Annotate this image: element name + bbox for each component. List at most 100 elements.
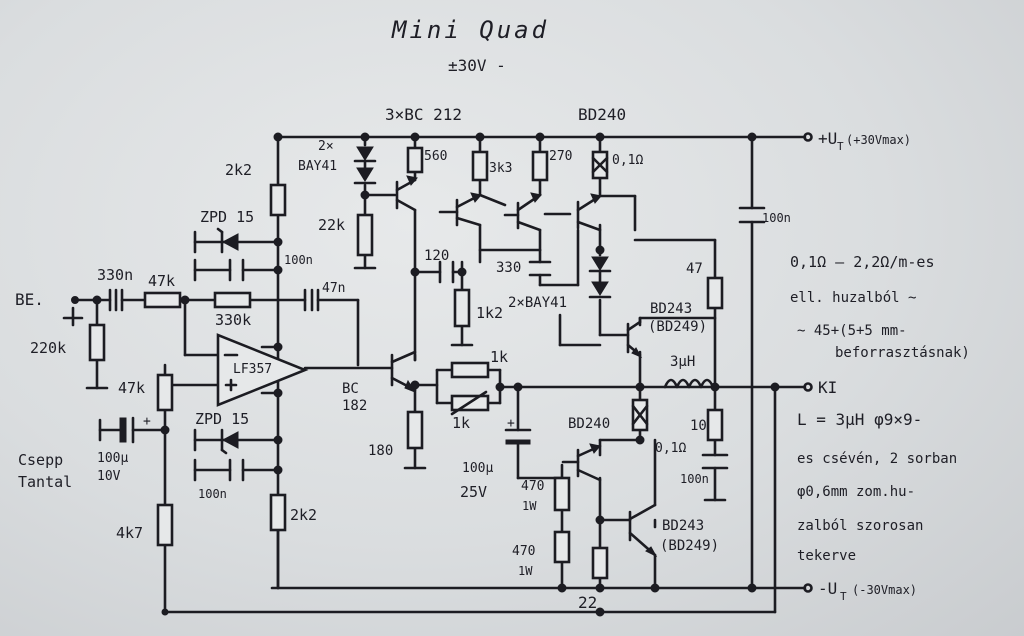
resistor-10 [706,408,724,442]
resistor-470-a [553,476,571,512]
label-diodes-top-a: 2× [318,139,334,154]
value-r-1k2: 1k2 [476,304,503,322]
label-supply-neg-sub: T [840,590,847,603]
label-22: 22 [578,593,597,612]
resistor-22 [591,546,609,580]
value-c-100n-out: 100n [680,472,709,486]
labels: Mini Quad ±30V - 3×BC 212 BD240 +U T (+3… [15,16,970,612]
note-line-2: ell. huzalból ~ [790,290,916,306]
resistor-2k2-bot [269,493,287,532]
value-r-2k2-top: 2k2 [225,161,252,179]
resistor-22k [356,213,374,257]
resistor-1k2 [453,288,471,328]
value-c-100u25-a: 100µ [462,461,493,476]
value-zpd-top: ZPD 15 [200,208,254,226]
value-r-47: 47 [686,261,703,277]
value-r-330k: 330k [215,311,251,329]
value-c-100u25-b: 25V [460,483,487,501]
resistor-180 [406,410,424,450]
label-bd240-top: BD240 [578,105,626,124]
resistor-470-b [553,530,571,564]
label-supply-pos: +U [818,129,837,148]
svg-text:+: + [143,414,151,429]
value-r-01-top: 0,1Ω [612,153,643,168]
ground-symbol [62,306,84,327]
label-bd243-top-a: BD243 [650,301,692,317]
label-output: KI [818,378,837,397]
resistor-330k [213,291,252,309]
note-line-1: 0,1Ω – 2,2Ω/m-es [790,253,935,271]
capacitors: + + [98,206,766,482]
opamp-lf357 [216,333,309,407]
label-3x-bc212: 3×BC 212 [385,105,462,124]
value-c-330: 330 [496,260,521,276]
value-r-560: 560 [424,149,447,164]
label-input: BE. [15,290,44,309]
label-tantal-a: Csepp [18,451,63,469]
label-supply-neg: -U [818,579,837,598]
resistor-3k3 [471,150,489,182]
resistors [88,146,724,580]
note-line-3: ~ 45+(5+5 mm- [797,323,907,339]
label-bd243-bot-b: (BD249) [660,538,719,554]
value-c-120: 120 [424,248,449,264]
label-supply-pos-note: (+30Vmax) [846,133,911,147]
value-c-100u-a: 100µ [97,451,128,466]
label-bc182-a: BC [342,381,359,397]
note-line-6: es csévén, 2 sorban [797,451,957,467]
label-diodes-top-b: BAY41 [298,159,337,174]
label-bd243-top-b: (BD249) [648,319,707,335]
label-supply-pos-sub: T [837,140,844,153]
value-r-22k: 22k [318,216,345,234]
label-bd240-bot: BD240 [568,416,610,432]
wiring [73,135,807,614]
resistor-47 [706,276,724,310]
value-r-4k7: 4k7 [116,524,143,542]
resistor-2k2-top [269,183,287,217]
value-c-100n-top: 100n [284,253,313,267]
svg-text:+: + [507,416,515,431]
value-r-1k-a: 1k [490,348,508,366]
resistor-560 [406,146,424,174]
value-r-470-b-w: 1W [518,564,533,578]
note-line-4: beforrasztásnak) [835,345,970,361]
label-opamp: LF357 [233,362,272,377]
value-c-100n-bot: 100n [198,487,227,501]
resistor-1k-a [450,361,490,379]
value-r-10: 10 [690,418,707,434]
value-r-1k-b: 1k [452,414,470,432]
value-r-220k: 220k [30,339,66,357]
note-line-7: φ0,6mm zom.hu- [797,484,915,500]
value-zpd-bot: ZPD 15 [195,410,249,428]
value-r-470-a-w: 1W [522,499,537,513]
resistor-47k-left [156,373,174,412]
label-supply-neg-note: (-30Vmax) [852,583,917,597]
resistor-270 [531,150,549,182]
label-diodes-mid: 2×BAY41 [508,295,567,311]
inductor-3uh [663,378,715,389]
transistors [390,175,717,558]
note-line-9: tekerve [797,548,856,564]
label-bd243-bot-a: BD243 [662,518,704,534]
value-r-2k2-bot: 2k2 [290,506,317,524]
label-bc182-b: 182 [342,398,367,414]
value-r-270: 270 [549,149,572,164]
resistor-220k [88,323,106,362]
resistor-4k7 [156,503,174,547]
note-line-5: L = 3µH φ9×9- [797,410,922,429]
subtitle: ±30V - [448,56,506,75]
value-c-330n: 330n [97,266,133,284]
label-tantal-b: Tantal [18,473,72,491]
value-r-180: 180 [368,443,393,459]
junction-dots [71,132,813,617]
value-r-47k-left: 47k [118,379,145,397]
value-r-3k3: 3k3 [489,161,512,176]
value-c-47n: 47n [322,281,345,296]
value-r-47k-in: 47k [148,272,175,290]
value-r-01-bot: 0,1Ω [655,441,686,456]
diodes [216,146,612,455]
value-r-470-b: 470 [512,544,535,559]
title: Mini Quad [391,16,549,44]
